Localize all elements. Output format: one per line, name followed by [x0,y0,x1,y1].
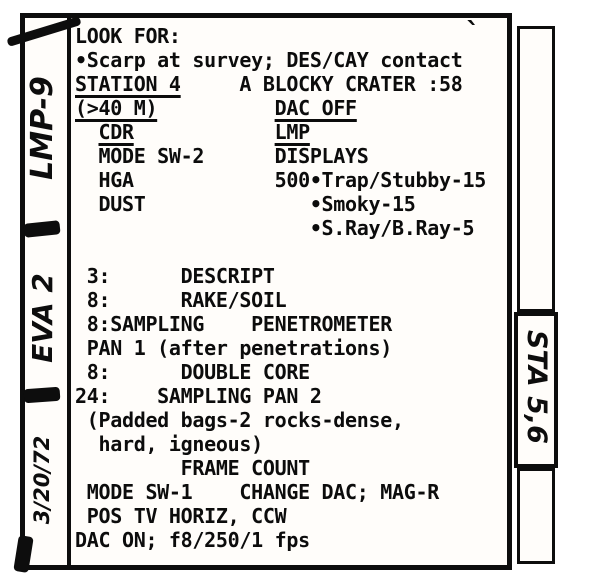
text-segment: hard, igneous) [75,432,263,456]
checklist-line: LOOK FOR: [75,24,503,48]
checklist-line-blank [75,240,503,264]
text-segment: LOOK FOR: [75,24,181,48]
station-tab-label: STA 5,6 [521,330,553,444]
text-segment-underlined: DAC OFF [274,96,357,120]
checklist-line: 24: SAMPLING PAN 2 [75,384,503,408]
checklist-line: CDR LMP [75,120,503,144]
checklist-line: 8: DOUBLE CORE [75,360,503,384]
checklist-line: DUST •Smoky-15 [75,192,503,216]
checklist-line: MODE SW-1 CHANGE DAC; MAG-R [75,480,503,504]
checklist-body: LOOK FOR: •Scarp at survey; DES/CAY cont… [75,24,503,552]
text-segment [134,120,275,144]
checklist-line: PAN 1 (after penetrations) [75,336,503,360]
text-segment: (Padded bags-2 rocks-dense, [75,408,404,432]
text-segment: HGA 500•Trap/Stubby-15 [75,168,486,192]
checklist-line: •Scarp at survey; DES/CAY contact [75,48,503,72]
checklist-line: (>40 M) DAC OFF [75,96,503,120]
text-segment: MODE SW-2 DISPLAYS [75,144,369,168]
station-tab [514,312,558,468]
right-edge-box-top [517,26,555,312]
checklist-line: 3: DESCRIPT [75,264,503,288]
checklist-line: POS TV HORIZ, CCW [75,504,503,528]
pen-mark-divider [23,386,61,404]
checklist-line: FRAME COUNT [75,456,503,480]
text-segment: MODE SW-1 CHANGE DAC; MAG-R [75,480,440,504]
text-segment: 24: SAMPLING PAN 2 [75,384,322,408]
text-segment: A BLOCKY CRATER :58 [180,72,463,96]
text-segment [157,96,274,120]
checklist-line: hard, igneous) [75,432,503,456]
left-margin-strip [25,18,71,565]
text-segment: POS TV HORIZ, CCW [75,504,287,528]
checklist-page-frame: LOOK FOR: •Scarp at survey; DES/CAY cont… [20,13,512,570]
checklist-line: 8: RAKE/SOIL [75,288,503,312]
text-segment-underlined: STATION 4 [75,72,181,96]
stray-pen-mark: ` [466,16,480,49]
checklist-line: STATION 4 A BLOCKY CRATER :58 [75,72,503,96]
left-margin-label-page-id: LMP-9 [24,76,60,180]
text-segment: 8: RAKE/SOIL [75,288,287,312]
checklist-line: 8:SAMPLING PENETROMETER [75,312,503,336]
text-segment-underlined: CDR [98,120,134,144]
text-segment: FRAME COUNT [75,456,310,480]
right-edge-box-bottom [517,468,555,564]
text-segment: 8:SAMPLING PENETROMETER [75,312,393,336]
text-segment: •S.Ray/B.Ray-5 [75,216,475,240]
checklist-line: MODE SW-2 DISPLAYS [75,144,503,168]
checklist-line: DAC ON; f8/250/1 fps [75,528,503,552]
text-segment-underlined: LMP [274,120,311,144]
checklist-line: HGA 500•Trap/Stubby-15 [75,168,503,192]
left-margin-label-eva: EVA 2 [25,273,59,363]
text-segment: DAC ON; f8/250/1 fps [75,528,310,552]
checklist-line: •S.Ray/B.Ray-5 [75,216,503,240]
left-margin-label-date: 3/20/72 [30,435,54,525]
text-segment: •Scarp at survey; DES/CAY contact [75,48,463,72]
text-segment: 8: DOUBLE CORE [75,360,310,384]
text-segment [75,240,87,264]
text-segment-underlined: (>40 M) [75,96,158,120]
text-segment [75,120,98,144]
text-segment: DUST •Smoky-15 [75,192,416,216]
text-segment: PAN 1 (after penetrations) [75,336,393,360]
checklist-line: (Padded bags-2 rocks-dense, [75,408,503,432]
text-segment: 3: DESCRIPT [75,264,275,288]
